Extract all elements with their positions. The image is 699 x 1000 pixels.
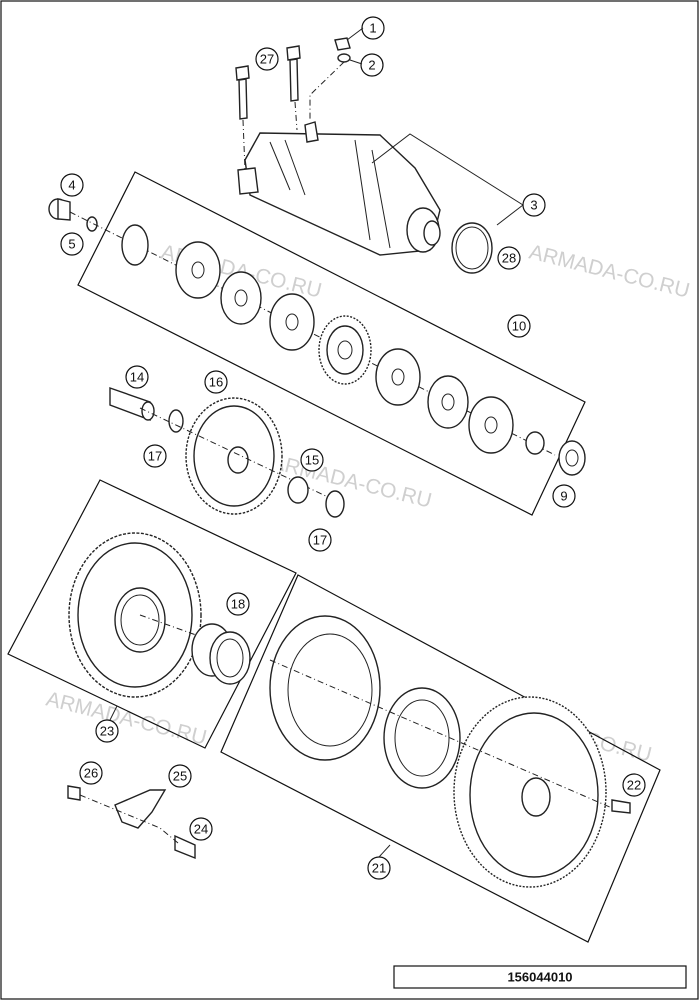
svg-text:3: 3 — [530, 198, 537, 213]
starter-bolts — [235, 45, 301, 171]
svg-text:26: 26 — [84, 766, 98, 781]
nut — [334, 37, 351, 51]
callout-18: 18 — [226, 592, 250, 616]
svg-text:23: 23 — [100, 724, 114, 739]
svg-text:22: 22 — [627, 778, 641, 793]
svg-text:17: 17 — [313, 533, 327, 548]
svg-text:10: 10 — [512, 319, 526, 334]
group-frame-10 — [77, 171, 586, 516]
svg-text:2: 2 — [368, 58, 375, 73]
callout-4: 4 — [60, 173, 84, 197]
svg-text:15: 15 — [305, 453, 319, 468]
callout-14: 14 — [125, 365, 149, 389]
callout-17: 17 — [308, 528, 332, 552]
svg-text:14: 14 — [130, 370, 144, 385]
washer — [86, 216, 98, 232]
callout-10: 10 — [507, 314, 531, 338]
svg-text:1: 1 — [369, 21, 376, 36]
idler-gear-assembly — [109, 387, 345, 518]
lever-assembly — [67, 785, 196, 860]
o-ring — [451, 222, 493, 274]
callout-21: 21 — [367, 856, 391, 880]
callout-5: 5 — [60, 232, 84, 256]
svg-text:24: 24 — [194, 822, 208, 837]
callout-2: 2 — [360, 53, 384, 77]
svg-text:4: 4 — [68, 178, 75, 193]
callout-3: 3 — [522, 193, 546, 217]
bearing — [191, 623, 251, 685]
callout-1: 1 — [361, 16, 385, 40]
callout-9: 9 — [552, 484, 576, 508]
group-frame-23 — [7, 479, 297, 749]
callout-28: 28 — [497, 246, 521, 270]
svg-text:27: 27 — [260, 52, 274, 67]
svg-text:25: 25 — [173, 769, 187, 784]
starter-motor — [237, 121, 441, 256]
washer — [337, 53, 351, 63]
svg-text:17: 17 — [148, 449, 162, 464]
svg-text:28: 28 — [502, 251, 516, 266]
callout-16: 16 — [204, 370, 228, 394]
callout-22: 22 — [622, 773, 646, 797]
watermark: ARMADA-CO.RU — [527, 241, 692, 303]
callout-17: 17 — [143, 444, 167, 468]
document-number-box — [393, 965, 687, 989]
gear-assembly-10 — [69, 211, 586, 476]
document-number: 156044010 — [507, 970, 572, 985]
starter-ring-gear — [68, 532, 211, 698]
callout-26: 26 — [79, 761, 103, 785]
freewheel-assembly — [269, 615, 631, 888]
callout-15: 15 — [300, 448, 324, 472]
callout-27: 27 — [255, 47, 279, 71]
svg-text:9: 9 — [560, 489, 567, 504]
svg-text:5: 5 — [68, 237, 75, 252]
watermark: ARMADA-CO.RU — [44, 688, 209, 750]
callout-25: 25 — [168, 764, 192, 788]
svg-text:16: 16 — [209, 375, 223, 390]
svg-text:21: 21 — [372, 861, 386, 876]
callout-23: 23 — [95, 719, 119, 743]
callout-24: 24 — [189, 817, 213, 841]
svg-text:18: 18 — [231, 597, 245, 612]
